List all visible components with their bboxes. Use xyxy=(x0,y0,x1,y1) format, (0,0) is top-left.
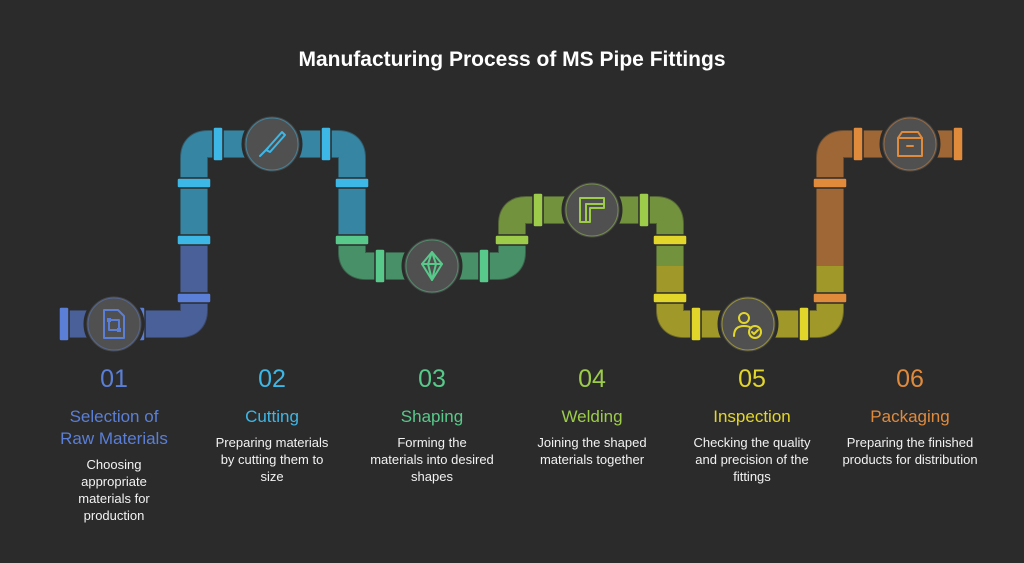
pipe-connector xyxy=(852,126,864,162)
step-node-06 xyxy=(879,113,941,175)
step-title: Packaging xyxy=(870,407,950,426)
step-node-05 xyxy=(717,293,779,355)
pipe-connector xyxy=(638,192,650,228)
pipe-connector xyxy=(532,192,544,228)
step-node-01 xyxy=(83,293,145,355)
step-description: Choosing appropriate materials for produ… xyxy=(78,457,150,523)
box-icon xyxy=(897,131,923,157)
pipe-connector xyxy=(176,234,212,246)
step-title: Selection of Raw Materials xyxy=(60,407,168,448)
step-title: Inspection xyxy=(713,407,791,426)
step-description: Preparing materials by cutting them to s… xyxy=(215,435,329,484)
pipe-connector xyxy=(334,177,370,189)
document-icon xyxy=(103,309,125,339)
step-title: Welding xyxy=(561,407,623,426)
step-description: Joining the shaped materials together xyxy=(537,435,647,467)
pipe-connector xyxy=(812,292,848,304)
pipe-connector xyxy=(212,126,224,162)
step-description: Preparing the finished products for dist… xyxy=(842,435,978,467)
pipeline xyxy=(58,126,964,342)
page-title: Manufacturing Process of MS Pipe Fitting… xyxy=(298,48,726,71)
pipe-connector xyxy=(952,126,964,162)
step-number: 02 xyxy=(258,365,286,393)
pipe-connector xyxy=(812,177,848,189)
pipe-connector xyxy=(652,292,688,304)
step-number: 04 xyxy=(578,365,606,393)
pipe-connector xyxy=(494,234,530,246)
step-number: 01 xyxy=(100,365,128,393)
pipe-segment-6 xyxy=(817,131,962,266)
step-title: Shaping xyxy=(400,407,464,426)
step-description: Forming the materials into desired shape… xyxy=(370,435,494,484)
step-title: Cutting xyxy=(245,407,299,426)
step-number: 06 xyxy=(896,365,924,393)
step-number: 05 xyxy=(738,365,766,393)
pipe-connector xyxy=(176,292,212,304)
pipe-segment-1 xyxy=(64,238,207,337)
pipe-fitting-icon xyxy=(579,197,605,223)
user-check-icon xyxy=(733,312,762,339)
knife-icon xyxy=(259,131,286,157)
step-node-04 xyxy=(561,179,623,241)
pipe-connector xyxy=(334,234,370,246)
diamond-icon xyxy=(421,251,443,281)
pipe-connector xyxy=(652,234,688,246)
step-nodes xyxy=(83,113,941,355)
step-number: 03 xyxy=(418,365,446,393)
step-node-02 xyxy=(241,113,303,175)
pipe-connector xyxy=(320,126,332,162)
pipe-connector xyxy=(690,306,702,342)
step-node-03 xyxy=(401,235,463,297)
pipe-connector xyxy=(58,306,70,342)
pipe-connector xyxy=(374,248,386,284)
step-description: Checking the quality and precision of th… xyxy=(693,435,811,484)
pipe-connector xyxy=(478,248,490,284)
pipe-connector xyxy=(176,177,212,189)
pipe-connector xyxy=(798,306,810,342)
